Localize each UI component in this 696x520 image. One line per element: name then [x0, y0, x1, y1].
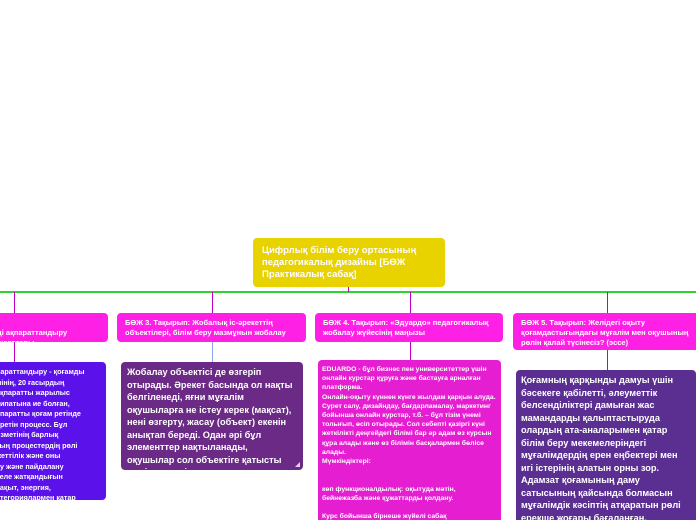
note-eduardo-text: EDUARDO - бұл бизнес пен университеттер … [322, 366, 496, 520]
topic-informatization[interactable]: ді ақпараттандыру шарттары [0, 313, 108, 342]
topic-4-connector [607, 292, 608, 313]
note-4-connector [607, 350, 608, 370]
topic-2-connector [212, 292, 213, 313]
topic-boj3-label: БӨЖ 3. Тақырып: Жобалық іс-әрекеттің объ… [125, 318, 286, 337]
topic-boj3[interactable]: БӨЖ 3. Тақырып: Жобалық іс-әрекеттің объ… [117, 313, 306, 342]
resize-handle-icon[interactable] [295, 462, 300, 467]
note-design-object-text: Жобалау объектісі де өзгеріп отырады. Әр… [127, 367, 293, 470]
note-2-connector [212, 342, 213, 362]
topic-boj5[interactable]: БӨЖ 5. Тақырып: Желідегі оқыту қоғамдаст… [513, 313, 696, 350]
central-topic-title: Цифрлық білім беру ортасының педагогикал… [262, 245, 417, 280]
note-design-object[interactable]: Жобалау объектісі де өзгеріп отырады. Әр… [121, 362, 303, 470]
note-1-connector [14, 342, 15, 362]
note-teacher-role-text: Қоғамның қарқынды дамуы үшін бәсекеге қа… [521, 375, 681, 520]
topic-boj5-label: БӨЖ 5. Тақырып: Желідегі оқыту қоғамдаст… [521, 318, 689, 347]
note-teacher-role[interactable]: Қоғамның қарқынды дамуы үшін бәсекеге қа… [516, 370, 696, 520]
note-informatization-text: параттандыру - қоғамды мінің, 20 ғасырды… [0, 367, 85, 500]
topic-boj4-label: БӨЖ 4. Тақырып: «Эдуардо» педагогикалық … [323, 318, 489, 337]
topic-boj4[interactable]: БӨЖ 4. Тақырып: «Эдуардо» педагогикалық … [315, 313, 503, 342]
note-3-connector [410, 342, 411, 360]
central-topic[interactable]: Цифрлық білім беру ортасының педагогикал… [253, 238, 445, 287]
topic-1-connector [14, 292, 15, 313]
note-eduardo[interactable]: EDUARDO - бұл бизнес пен университеттер … [318, 360, 501, 520]
topic-informatization-label: ді ақпараттандыру шарттары [0, 328, 68, 342]
root-stem-connector [348, 287, 349, 292]
note-informatization[interactable]: параттандыру - қоғамды мінің, 20 ғасырды… [0, 362, 106, 500]
topic-3-connector [410, 292, 411, 313]
